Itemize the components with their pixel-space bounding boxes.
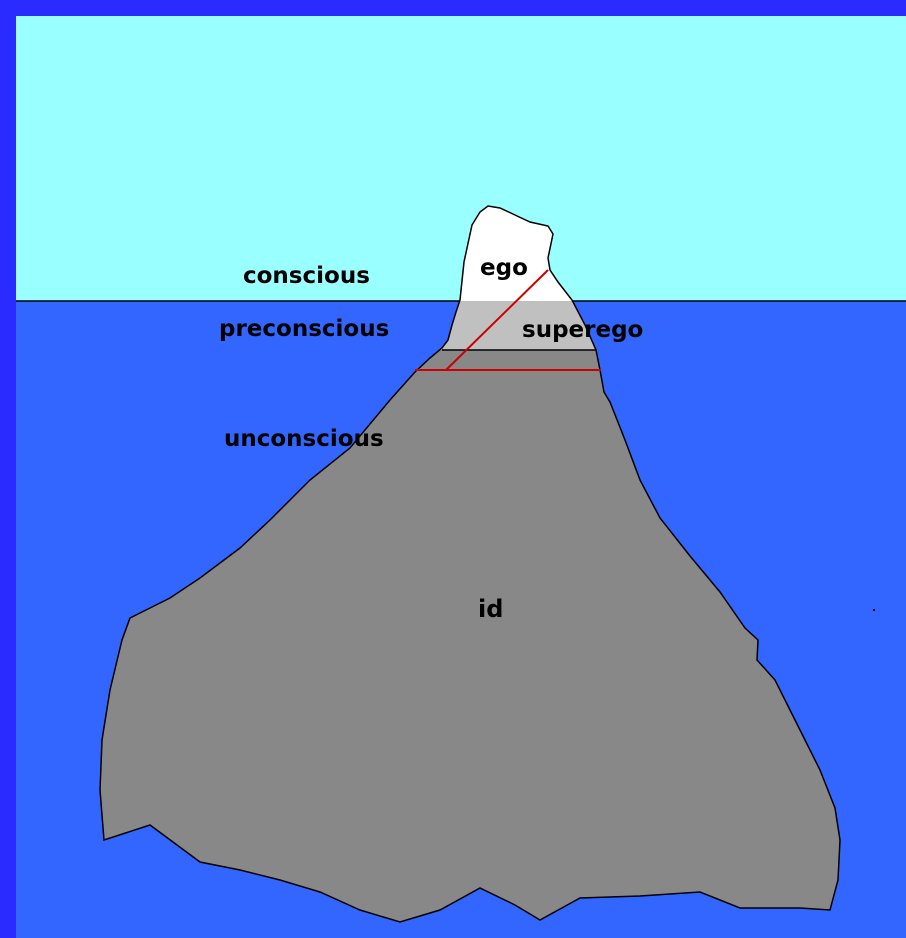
label-conscious: conscious	[243, 263, 370, 289]
sky-region	[16, 16, 906, 301]
label-ego: ego	[480, 255, 528, 281]
label-superego: superego	[522, 317, 643, 343]
label-id: id	[478, 595, 503, 623]
label-preconscious: preconscious	[219, 316, 389, 342]
water-speck	[873, 609, 875, 611]
label-unconscious: unconscious	[224, 426, 384, 452]
